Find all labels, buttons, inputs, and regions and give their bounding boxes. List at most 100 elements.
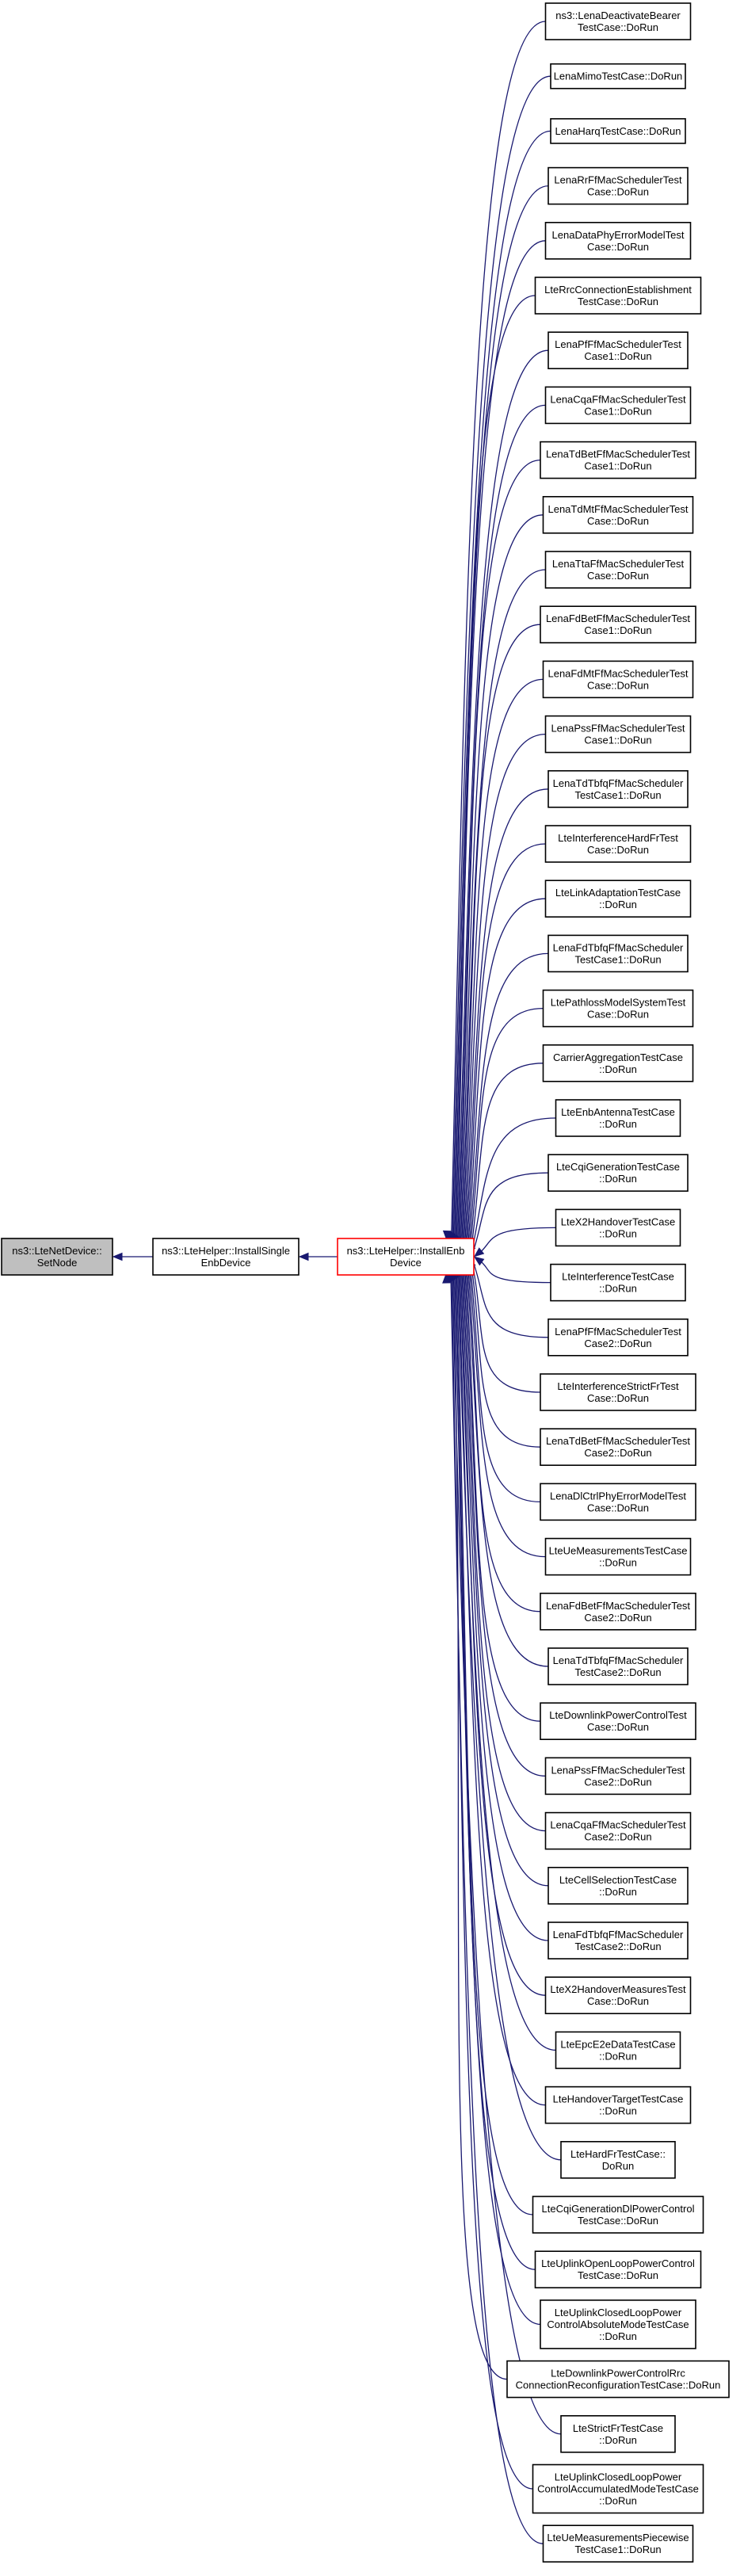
caller-node-lteepce2edatatestcase-dorun[interactable]: LteEpcE2eDataTestCase::DoRun [555,2031,681,2070]
node-label-line: LenaCqaFfMacSchedulerTest [550,1819,686,1831]
caller-node-lteuemeasurementstestcase-dorun[interactable]: LteUeMeasurementsTestCase::DoRun [544,1537,692,1576]
node-box [534,277,702,315]
node-label-line: ns3::LteHelper::InstallSingle [162,1245,290,1257]
node-label-line: LenaPfFfMacSchedulerTest [555,338,681,350]
node-label-line: Case::DoRun [587,515,649,527]
node-box [548,1922,689,1960]
node-box [544,2,692,40]
node-label-line: LteCellSelectionTestCase [559,1874,677,1886]
node-box [542,495,694,534]
edge-caller-33-to-installenb [463,1268,546,1832]
node-box [544,1757,692,1796]
node-label-line: LenaTtaFfMacSchedulerTest [552,558,685,570]
edge-caller-11-to-installenb [462,624,541,1245]
caller-node-ltex2handovertestcase-dorun[interactable]: LteX2HandoverTestCase::DoRun [555,1208,681,1247]
node-box [550,63,686,90]
node-box [548,1647,689,1685]
node-ns3-ltenetdevice-setnode[interactable]: ns3::LteNetDevice::SetNode [1,1238,113,1276]
node-box [548,331,689,370]
edge-caller-12-to-installenb [463,678,544,1246]
caller-node-ltecellselectiontestcase-dorun[interactable]: LteCellSelectionTestCase::DoRun [548,1867,689,1905]
node-label-line: TestCase1::DoRun [574,953,661,965]
node-label-line: ::DoRun [599,1227,637,1239]
caller-node-ltecqigenerationtestcase-dorun[interactable]: LteCqiGenerationTestCase::DoRun [548,1154,689,1192]
caller-node-lenamimotestcase-dorun[interactable]: LenaMimoTestCase::DoRun [550,63,686,90]
caller-node-lteuplinkclosedlooppowercontrolaccumulatedmodetestcase-dorun[interactable]: LteUplinkClosedLoopPowerControlAccumulat… [532,2463,704,2514]
node-box [540,1593,696,1631]
node-label-line: Case2::DoRun [584,1447,651,1459]
node-box [540,1428,696,1466]
edge-caller-26-to-installenb [470,1263,541,1448]
node-label-line: Case::DoRun [587,679,649,691]
node-label-line: LenaFdTbfqFfMacScheduler [553,1929,684,1941]
node-label-line: LteRrcConnectionEstablishment [544,284,692,296]
edge-caller-6-to-installenb [456,349,549,1242]
caller-node-ltehardfrtestcase-dorun[interactable]: LteHardFrTestCase::DoRun [560,2141,676,2179]
edge-caller-44-to-installenb [452,1276,562,2435]
node-box [532,2196,704,2234]
node-label-line: Case::DoRun [587,1721,649,1733]
edge-caller-9-to-installenb [460,514,544,1243]
node-label-line: Case::DoRun [587,186,649,198]
edge-caller-38-to-installenb [458,1272,546,2106]
edge-caller-36-to-installenb [460,1270,546,1996]
node-label-line: LenaFdBetFfMacSchedulerTest [546,613,690,624]
node-label-line: TestCase::DoRun [578,21,658,33]
node-box [548,934,689,973]
caller-node-lteinterferencetestcase-dorun[interactable]: LteInterferenceTestCase::DoRun [550,1263,686,1302]
caller-node-lterrcconnectionestablishmenttestcase-dorun[interactable]: LteRrcConnectionEstablishmentTestCase::D… [534,277,702,315]
caller-node-carrieraggregationtestcase-dorun[interactable]: CarrierAggregationTestCase::DoRun [542,1044,694,1082]
node-label-line: LenaCqaFfMacSchedulerTest [550,393,686,405]
caller-node-lteenbantennatestcase-dorun[interactable]: LteEnbAntennaTestCase::DoRun [555,1099,681,1137]
caller-node-ltestrictfrtestcase-dorun[interactable]: LteStrictFrTestCase::DoRun [560,2415,676,2453]
node-label-line: Case1::DoRun [584,350,651,362]
node-label-line: Case2::DoRun [584,1776,651,1788]
node-label-line: Case2::DoRun [584,1338,651,1349]
caller-node-lenaharqtestcase-dorun[interactable]: LenaHarqTestCase::DoRun [550,118,686,144]
caller-node-ltelinkadaptationtestcase-dorun[interactable]: LteLinkAdaptationTestCase::DoRun [544,880,692,918]
caller-node-lteuplinkopenlooppowercontroltestcase-dorun[interactable]: LteUplinkOpenLoopPowerControlTestCase::D… [534,2250,702,2288]
node-label-line: Case::DoRun [587,241,649,253]
node-label-line: Case::DoRun [587,570,649,582]
node-label-line: LteStrictFrTestCase [573,2422,663,2434]
caller-node-ltecqigenerationdlpowercontroltestcase-dorun[interactable]: LteCqiGenerationDlPowerControlTestCase::… [532,2196,704,2234]
caller-node-lteuemeasurementspiecewisetestcase1-dorun[interactable]: LteUeMeasurementsPiecewiseTestCase1::DoR… [542,2524,694,2563]
node-box [544,551,692,589]
node-label-line: LteInterferenceTestCase [562,1271,674,1283]
caller-node-ltedownlinkpowercontrolrrcconnectionreconfigurationtestcase-dorun[interactable]: LteDownlinkPowerControlRrcConnectionReco… [506,2360,730,2399]
node-box [540,605,696,644]
caller-node-ltehandovertargettestcase-dorun[interactable]: LteHandoverTargetTestCase::DoRun [544,2086,692,2124]
node-label-line: Case1::DoRun [584,405,651,417]
caller-node-lteuplinkclosedlooppowercontrolabsolutemodetestcase-dorun[interactable]: LteUplinkClosedLoopPowerControlAbsoluteM… [540,2299,696,2349]
node-label-line: Case::DoRun [587,1502,649,1513]
